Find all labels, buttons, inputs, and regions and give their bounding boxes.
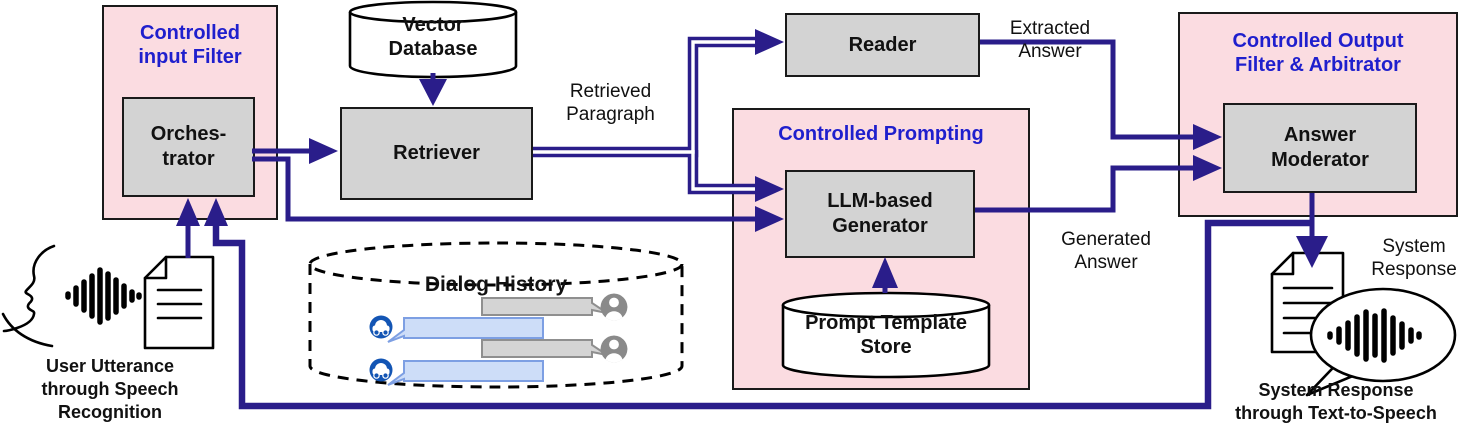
dialog-history-label: Dialog History	[424, 273, 568, 296]
user-chat-bubble	[481, 297, 608, 316]
label-system-response: System Response	[1371, 236, 1457, 280]
system-chat-bubble	[387, 360, 544, 386]
face-icon	[1, 244, 56, 348]
label-generated-answer: Generated Answer	[1061, 229, 1151, 273]
user-chat-bubble	[481, 339, 608, 358]
node-orchestrator: Orches- trator	[122, 97, 255, 197]
node-label: Answer Moderator	[1271, 124, 1369, 171]
edge-feedback-loop	[204, 198, 1312, 410]
caption-tts-response: System Response through Text-to-Speech	[1235, 380, 1437, 423]
prompt-store-cylinder-icon	[781, 291, 991, 379]
edge-orchestrator-retriever	[252, 138, 338, 164]
label-extracted-answer: Extracted Answer	[1009, 18, 1091, 62]
panel-title: Controlled Prompting	[778, 123, 984, 145]
panel-title: Controlled Output Filter & Arbitrator	[1232, 30, 1404, 76]
prompt-store-label: Prompt Template Store	[805, 312, 967, 358]
node-llm-generator: LLM-based Generator	[785, 170, 975, 258]
user-avatar-icon	[600, 335, 628, 363]
caption-user-utterance: User Utterance through Speech Recognitio…	[41, 356, 179, 422]
vector-database-label: Vector Database	[388, 14, 478, 60]
vector-database-cylinder-icon	[348, 0, 518, 79]
response-waveform-icon	[1327, 308, 1422, 363]
edge-user-doc-orchestrator	[176, 198, 200, 258]
node-reader: Reader	[785, 13, 980, 77]
edge-reader-moderator	[980, 39, 1222, 150]
dialog-history-cylinder	[308, 241, 684, 389]
node-answer-moderator: Answer Moderator	[1223, 103, 1417, 193]
node-label: LLM-based Generator	[827, 190, 933, 237]
node-retriever: Retriever	[340, 107, 533, 200]
edge-orchestrator-generator	[252, 156, 784, 232]
edge-generator-moderator	[975, 155, 1222, 213]
edge-store-generator	[872, 257, 898, 293]
edge-retriever-reader-generator	[533, 29, 784, 202]
response-speech-bubble-icon	[1305, 287, 1457, 397]
edge-vectordb-retriever	[419, 73, 447, 106]
car-icon	[369, 315, 393, 339]
node-label: Retriever	[393, 142, 480, 164]
panel-title: Controlled input Filter	[138, 22, 242, 68]
user-waveform-icon	[65, 267, 142, 325]
node-label: Reader	[848, 33, 917, 56]
edge-moderator-response	[1296, 193, 1328, 268]
car-icon	[369, 358, 393, 382]
label-retrieved-paragraph: Retrieved Paragraph	[566, 81, 655, 125]
system-chat-bubble	[387, 317, 544, 343]
node-label: Orches- trator	[150, 123, 227, 170]
user-document-icon	[143, 255, 215, 350]
user-avatar-icon	[600, 293, 628, 321]
